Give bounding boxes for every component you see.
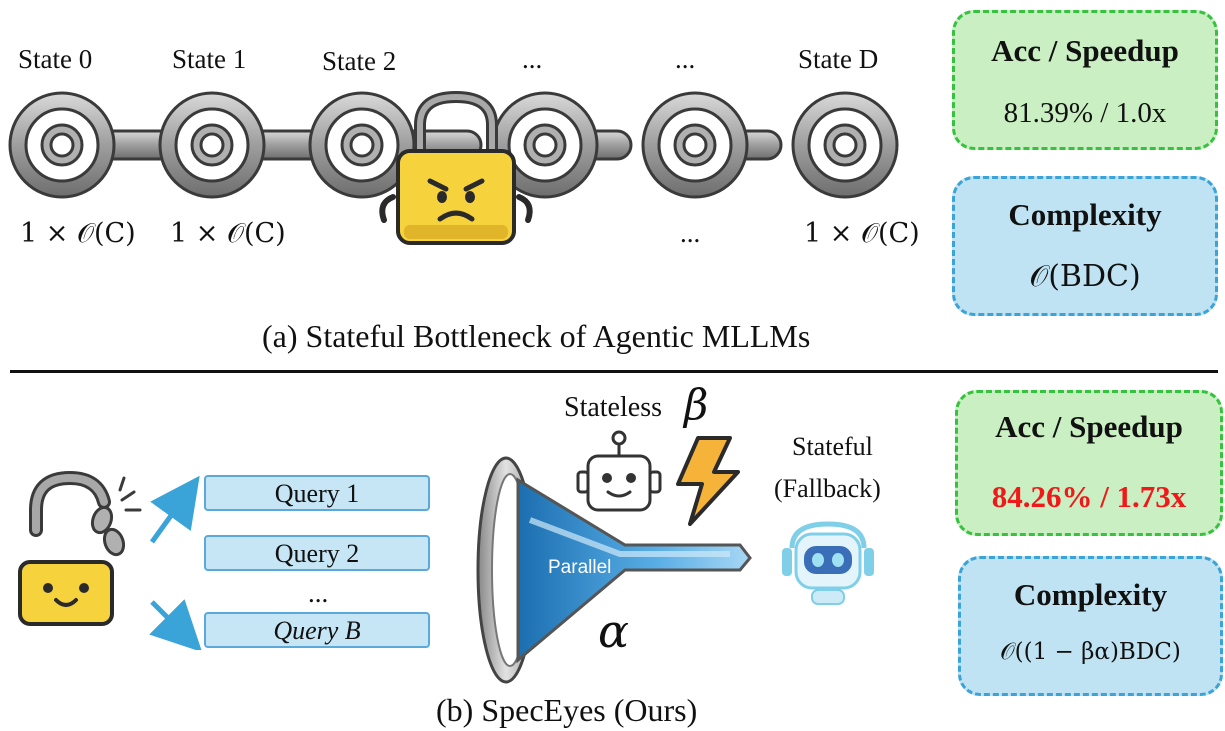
query-b-box: Query B bbox=[204, 612, 430, 648]
unlocked-padlock-icon bbox=[18, 470, 142, 626]
accuracy-speedup-value: 81.39% / 1.0x bbox=[1003, 97, 1167, 129]
complexity-value-b: 𝒪((1 − βα)BDC) bbox=[1000, 639, 1181, 665]
chain-ring-3 bbox=[491, 91, 599, 199]
complexity-title-b: Complexity bbox=[1013, 577, 1168, 612]
state-d-label: State D bbox=[798, 44, 879, 74]
caption-a: (a) Stateful Bottleneck of Agentic MLLMs bbox=[262, 318, 811, 354]
stateless-label: Stateless bbox=[564, 392, 662, 423]
accuracy-speedup-title-b: Acc / Speedup bbox=[995, 409, 1183, 444]
stateful-robot-icon bbox=[782, 521, 874, 605]
complexity-box-b: Complexity 𝒪((1 − βα)BDC) bbox=[958, 556, 1223, 696]
accuracy-speedup-box-a: Acc / Speedup 81.39% / 1.0x bbox=[952, 10, 1218, 150]
fallback-label: (Fallback) bbox=[774, 474, 881, 503]
accuracy-speedup-title: Acc / Speedup bbox=[991, 33, 1179, 68]
chain-ring-1 bbox=[158, 91, 266, 199]
lightning-icon bbox=[676, 436, 740, 526]
query-2-box: Query 2 bbox=[204, 535, 430, 571]
caption-b: (b) SpecEyes (Ours) bbox=[436, 692, 698, 728]
state-ellipsis-1: ... bbox=[522, 44, 543, 74]
query-ellipsis: ... bbox=[308, 578, 329, 608]
stateless-robot-icon bbox=[576, 430, 662, 512]
arrow-up-icon bbox=[149, 475, 200, 544]
angry-padlock-icon bbox=[379, 90, 533, 245]
alpha-symbol: α bbox=[598, 604, 630, 658]
cost-state-1: 1 × 𝒪(C) bbox=[170, 218, 286, 249]
accuracy-speedup-value-b: 84.26% / 1.73x bbox=[991, 479, 1187, 514]
chain-ring-0 bbox=[8, 91, 116, 199]
cost-ellipsis: ... bbox=[680, 218, 701, 248]
state-0-label: State 0 bbox=[18, 44, 93, 74]
accuracy-speedup-box-b: Acc / Speedup 84.26% / 1.73x bbox=[955, 390, 1223, 536]
complexity-value: 𝒪(BDC) bbox=[1029, 259, 1141, 294]
stateful-label: Stateful bbox=[792, 432, 873, 461]
arrow-down-icon bbox=[149, 599, 203, 650]
query-1-box: Query 1 bbox=[204, 475, 430, 511]
chain-illustration bbox=[8, 90, 899, 245]
chain-ring-5 bbox=[791, 91, 899, 199]
section-divider bbox=[10, 370, 1218, 373]
parallel-label: Parallel bbox=[548, 557, 612, 578]
chain-ring-2 bbox=[308, 91, 416, 199]
complexity-box-a: Complexity 𝒪(BDC) bbox=[952, 176, 1218, 316]
chain-ring-4 bbox=[641, 91, 749, 199]
beta-symbol: β bbox=[684, 380, 709, 429]
state-2-label: State 2 bbox=[322, 46, 397, 76]
state-1-label: State 1 bbox=[172, 44, 247, 74]
funnel-icon bbox=[476, 456, 752, 684]
state-ellipsis-2: ... bbox=[675, 44, 696, 74]
cost-state-0: 1 × 𝒪(C) bbox=[20, 218, 136, 249]
complexity-title: Complexity bbox=[1008, 197, 1162, 232]
cost-state-d: 1 × 𝒪(C) bbox=[804, 218, 920, 249]
branch-arrows bbox=[149, 475, 203, 650]
